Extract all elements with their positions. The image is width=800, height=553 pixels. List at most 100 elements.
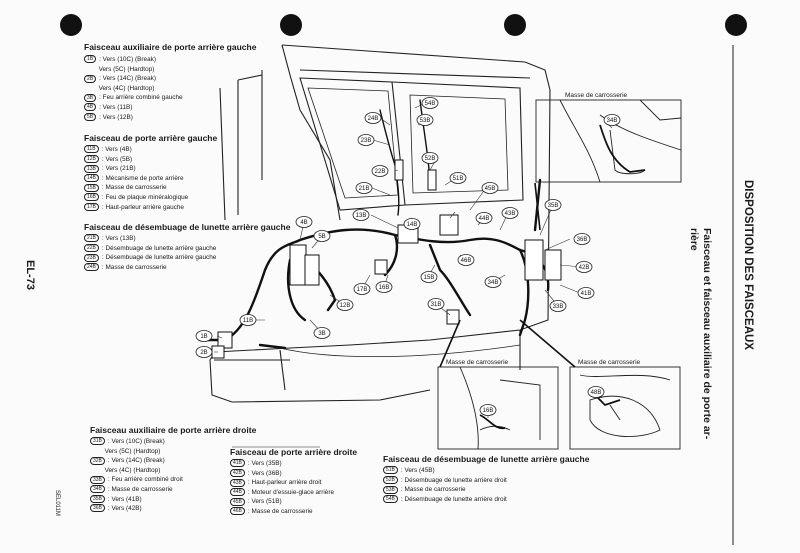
connector-code: 3B — [84, 93, 97, 102]
binder-hole — [60, 14, 82, 36]
section-title: Faisceau de désembuage de lunette arrièr… — [84, 222, 291, 232]
legend-list: 21B: Vers (13B)22B: Désembuage de lunett… — [84, 234, 216, 272]
legend-text: : Haut-parleur arrière gauche — [101, 203, 184, 211]
legend-text: : Vers (14C) (Break) — [99, 75, 156, 83]
svg-text:33B: 33B — [553, 304, 564, 310]
svg-text:16B: 16B — [483, 408, 494, 414]
svg-text:51B: 51B — [453, 176, 464, 182]
svg-text:41B: 41B — [581, 291, 592, 297]
callout-12b: 12B — [336, 299, 354, 311]
callout-42b: 42B — [575, 261, 593, 273]
legend-list: 41B: Vers (35B)42B: Vers (36B)43B: Haut-… — [230, 459, 334, 517]
callout-14b: 14B — [403, 218, 421, 230]
legend-item: 13B: Vers (21B) — [84, 164, 188, 174]
legend-item: 23B: Désembuage de lunette arrière gauch… — [84, 253, 216, 263]
connector-code: 52B — [383, 475, 398, 484]
svg-text:17B: 17B — [357, 287, 368, 293]
inset-label: Masse de carrosserie — [446, 359, 509, 366]
connector-code: 35B — [90, 494, 105, 503]
legend-item: 42B: Vers (36B) — [230, 468, 334, 479]
page-number: EL-73 — [24, 260, 36, 290]
callout-45b: 45B — [481, 182, 499, 194]
callout-35b: 35B — [544, 199, 562, 211]
connector-code: 16B — [84, 193, 99, 202]
legend-text: : Vers (41B) — [107, 495, 142, 503]
callout-2b: 2B — [195, 346, 213, 358]
callout-13b: 13B — [352, 209, 370, 221]
connector-code: 53B — [383, 485, 398, 494]
legend-text: : Désembuage de lunette arrière droit — [400, 476, 507, 484]
callout-48b: 48B — [587, 386, 605, 398]
legend-text: : Vers (11B) — [99, 103, 133, 111]
legend-text: Vers (5C) (Hardtop) — [98, 65, 155, 73]
section-title: Faisceau auxiliaire de porte arrière gau… — [84, 42, 257, 52]
legend-item: 5B: Vers (12B) — [84, 112, 183, 123]
legend-text: : Vers (10C) (Break) — [99, 56, 156, 63]
legend-item: 44B: Moteur d'essuie-glace arrière — [230, 488, 334, 498]
legend-text: : Feu de plaque minéralogique — [101, 193, 189, 201]
legend-list: 51B: Vers (45B)52B: Désembuage de lunett… — [383, 466, 507, 504]
legend-item: 00Vers (5C) (Hardtop) — [84, 65, 183, 75]
svg-text:12B: 12B — [340, 303, 351, 309]
connector-code: 22B — [84, 243, 99, 252]
legend-item: 34B: Masse de carrosserie — [90, 485, 183, 495]
legend-item: 2B: Vers (14C) (Break) — [84, 74, 183, 84]
callout-15b: 15B — [420, 271, 438, 283]
section-title: Faisceau auxiliaire de porte arrière dro… — [90, 425, 257, 435]
svg-text:5B: 5B — [318, 234, 325, 240]
legend-text: : Vers (21B) — [101, 165, 136, 173]
callout-43b: 43B — [501, 207, 519, 219]
legend-item: 41B: Vers (35B) — [230, 459, 334, 469]
legend-text: : Masse de carrosserie — [247, 507, 313, 515]
legend-list: 11B: Vers (4B)12B: Vers (5B)13B: Vers (2… — [84, 145, 188, 212]
legend-item: 53B: Masse de carrosserie — [383, 485, 507, 495]
connector-code: 36B — [90, 504, 105, 513]
connector-code: 14B — [84, 174, 99, 183]
legend-item: 43B: Haut-parleur arrière droit — [230, 478, 334, 488]
svg-text:46B: 46B — [461, 258, 472, 264]
legend-item: 45B: Vers (51B) — [230, 497, 334, 507]
connector-code: 34B — [90, 485, 105, 494]
legend-item: 22B: Désembuage de lunette arrière gauch… — [84, 243, 216, 254]
section-title: Faisceau de porte arrière gauche — [84, 133, 218, 143]
connector-code: 32B — [90, 456, 105, 465]
callout-34b: 34B — [484, 276, 502, 288]
legend-item: 51B: Vers (45B) — [383, 466, 507, 476]
connector-code: 41B — [230, 459, 245, 468]
connector-code: 17B — [84, 202, 99, 211]
callout-53b: 53B — [416, 114, 434, 126]
svg-text:34B: 34B — [488, 280, 499, 286]
connector-code: 31B — [90, 437, 105, 446]
callout-5b: 5B — [313, 230, 331, 242]
side-title: DISPOSITION DES FAISCEAUX — [742, 180, 754, 350]
legend-item: 14B: Mécanisme de porte arrière — [84, 174, 188, 184]
callout-4b: 4B — [295, 216, 313, 228]
svg-text:16B: 16B — [379, 285, 390, 291]
callout-36b: 36B — [573, 233, 591, 245]
callout-33b: 33B — [549, 300, 567, 312]
legend-text: Vers (4C) (Hardtop) — [98, 84, 155, 92]
connector-code: 11B — [84, 145, 99, 154]
callout-44b: 44B — [475, 212, 493, 224]
legend-text: : Vers (12B) — [99, 113, 133, 121]
svg-text:2B: 2B — [200, 350, 207, 356]
callout-34b: 34B — [603, 114, 621, 126]
inset-label: Masse de carrosserie — [578, 359, 641, 366]
callout-52b: 52B — [421, 152, 439, 164]
section-title: Faisceau de désembuage de lunette arrièr… — [383, 454, 590, 464]
callout-17b: 17B — [353, 283, 371, 295]
connector-code: 54B — [383, 495, 398, 504]
svg-text:44B: 44B — [479, 216, 490, 222]
legend-item: 1B: Vers (10C) (Break) — [84, 55, 183, 65]
connector-code: 46B — [230, 507, 245, 516]
svg-text:4B: 4B — [300, 220, 307, 226]
legend-item: 17B: Haut-parleur arrière gauche — [84, 202, 188, 213]
callout-16b: 16B — [375, 281, 393, 293]
svg-text:22B: 22B — [375, 169, 386, 175]
svg-text:24B: 24B — [368, 116, 379, 122]
svg-text:48B: 48B — [591, 390, 602, 396]
legend-text: : Masse de carrosserie — [101, 263, 167, 271]
svg-text:42B: 42B — [579, 265, 590, 271]
legend-item: 36B: Vers (42B) — [90, 504, 183, 514]
